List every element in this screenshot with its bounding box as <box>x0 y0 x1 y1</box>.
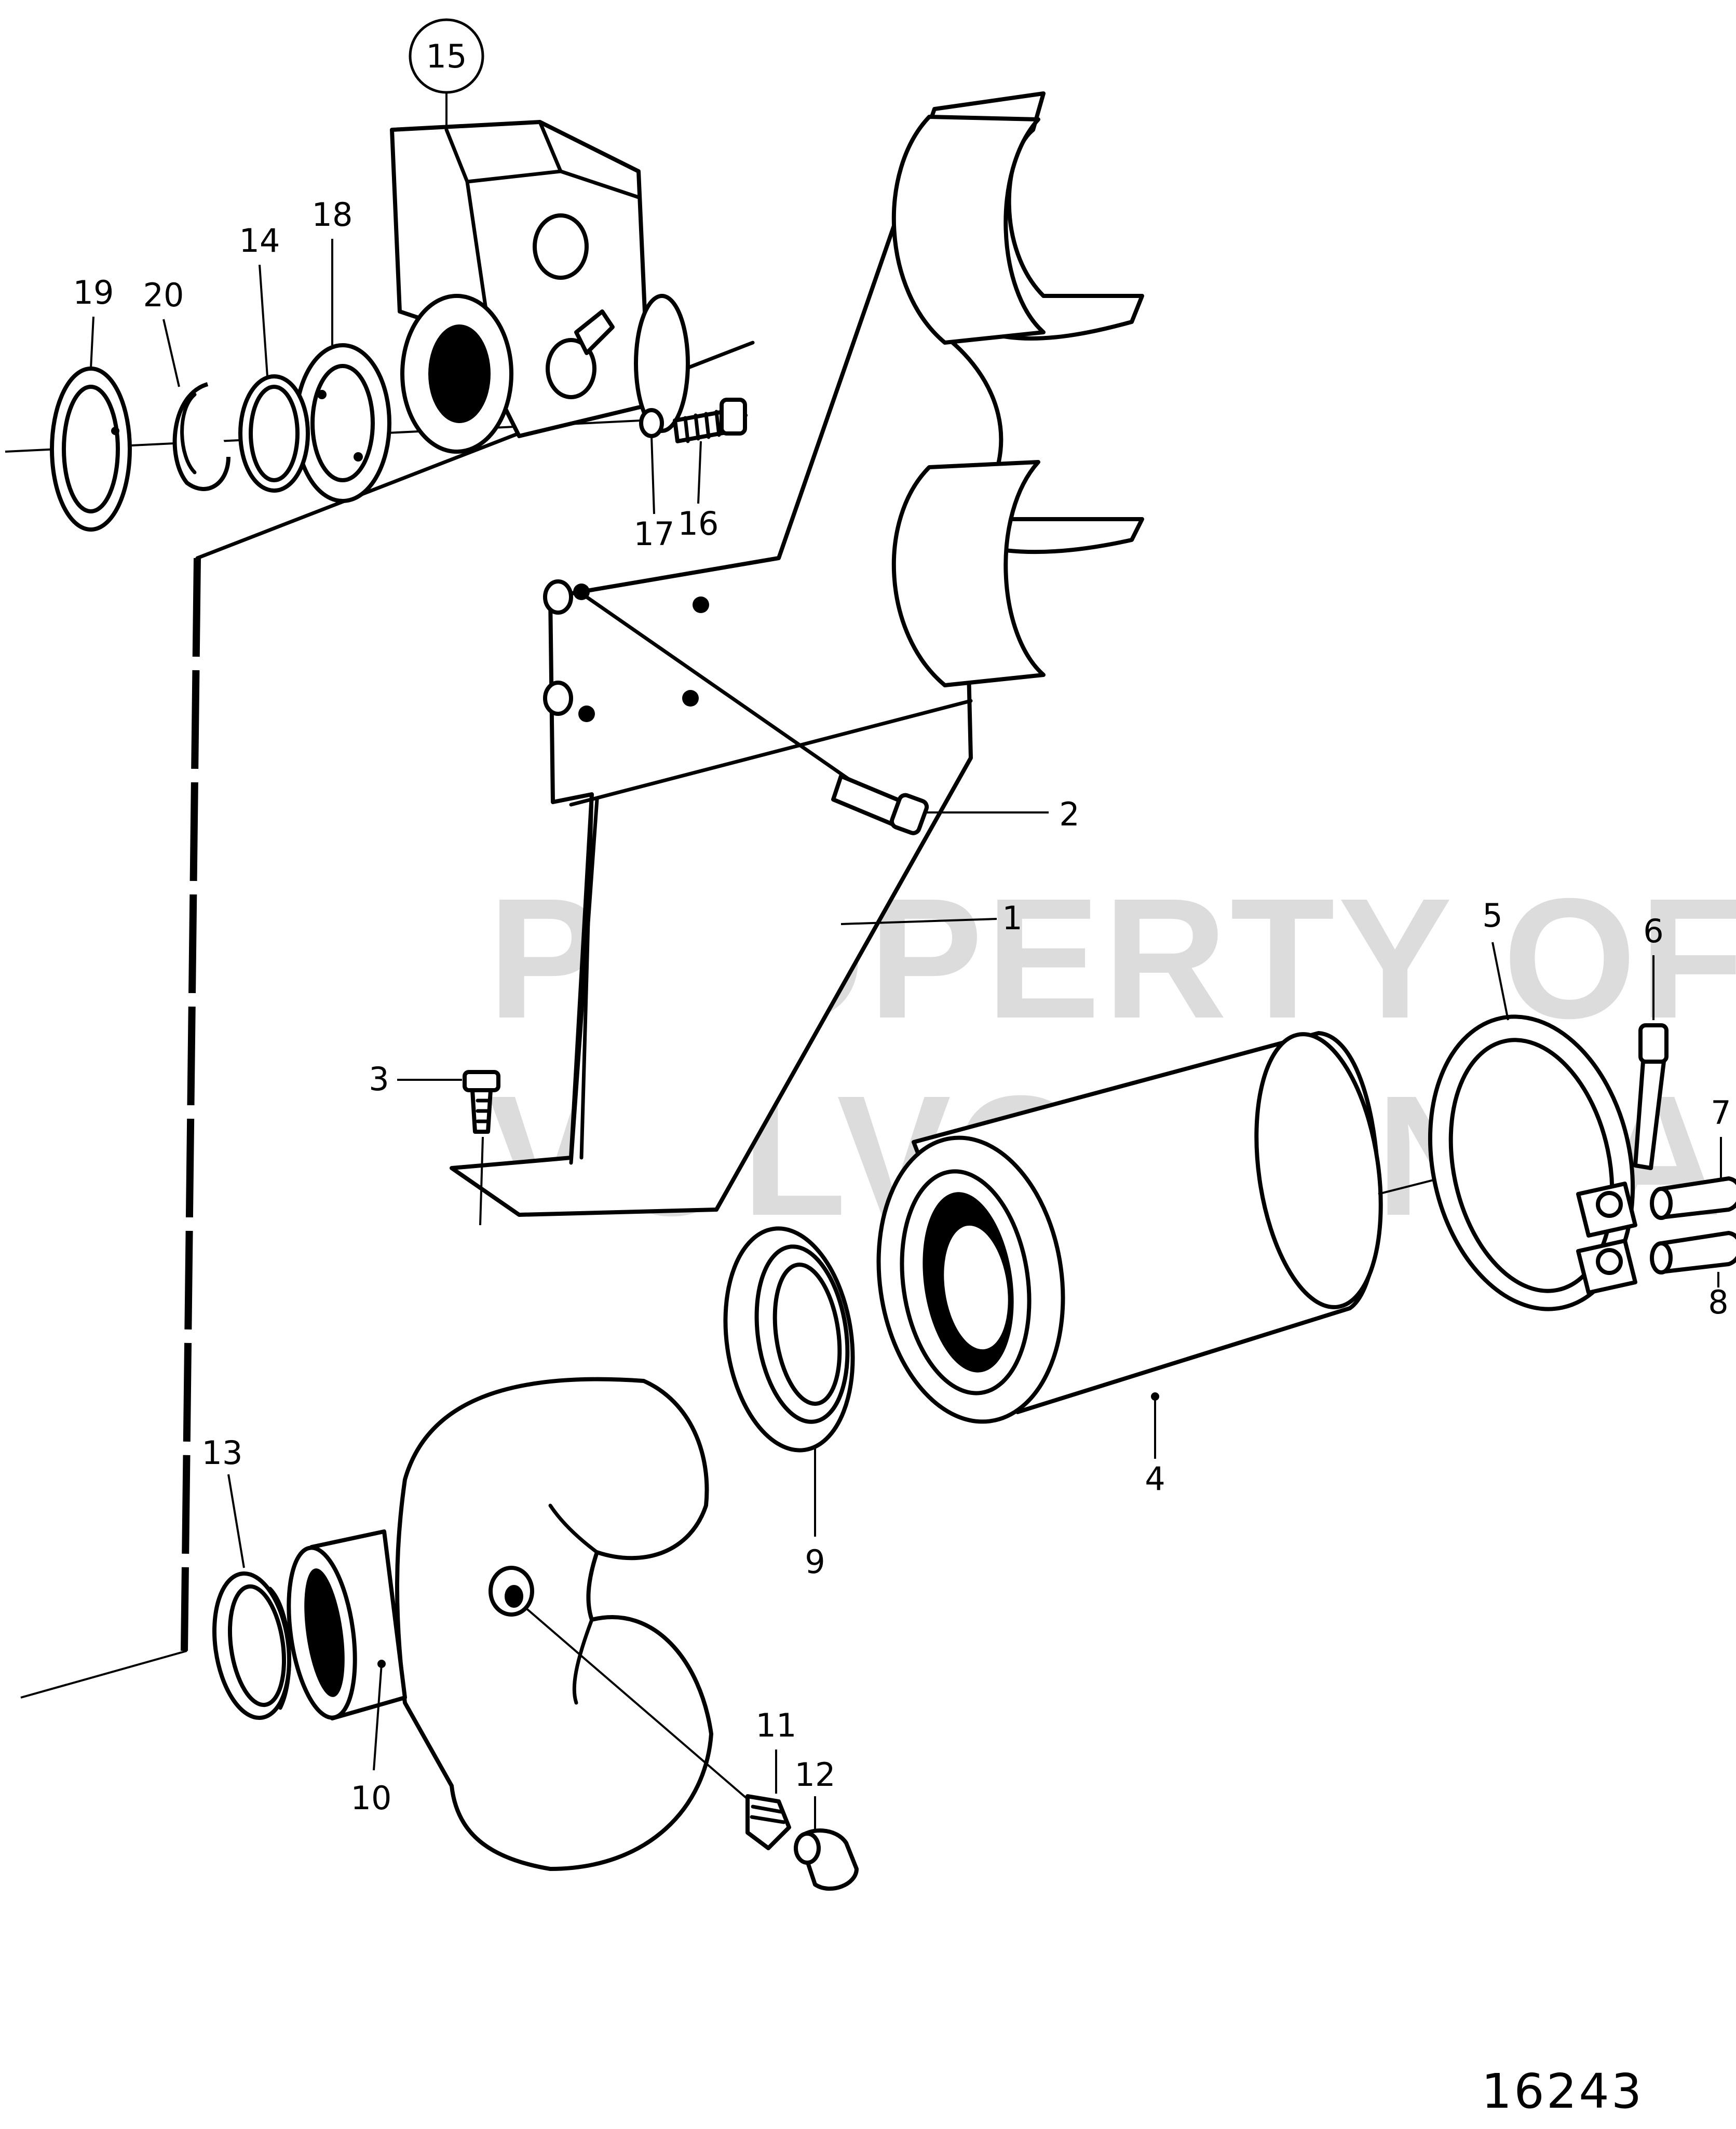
circlip-20 <box>172 382 230 491</box>
callout-19: 19 <box>73 274 114 311</box>
washer-19 <box>50 367 132 532</box>
ring-14 <box>238 374 310 493</box>
ring-13 <box>212 1571 292 1720</box>
callouts: 15 18 14 20 19 17 16 2 1 3 5 6 7 8 4 9 1… <box>73 18 1731 1830</box>
callout-2: 2 <box>1059 795 1079 833</box>
callout-4: 4 <box>1145 1460 1165 1498</box>
callout-14: 14 <box>239 222 280 260</box>
pin-7 <box>1650 1176 1736 1220</box>
callout-10: 10 <box>351 1779 392 1817</box>
callout-1: 1 <box>1002 899 1022 937</box>
callout-15: 15 <box>426 37 467 75</box>
filter-4 <box>876 1031 1553 1424</box>
callout-6: 6 <box>1643 912 1663 950</box>
callout-5: 5 <box>1482 897 1502 934</box>
callout-16: 16 <box>678 505 719 543</box>
ring-18 <box>294 343 391 503</box>
drawing-number: 16243 <box>1482 2064 1644 2119</box>
callout-11: 11 <box>756 1706 797 1744</box>
callout-9: 9 <box>805 1543 825 1581</box>
bolt-16-washer-17 <box>639 398 747 443</box>
callout-18: 18 <box>312 196 353 234</box>
cap-12 <box>794 1828 859 1891</box>
intake-elbow-10 <box>287 1377 769 1871</box>
callout-8: 8 <box>1708 1283 1728 1321</box>
callout-12: 12 <box>795 1756 836 1794</box>
callout-7: 7 <box>1711 1094 1731 1132</box>
callout-3: 3 <box>369 1060 389 1098</box>
seal-ring-9 <box>723 1226 855 1453</box>
bracket-1 <box>450 91 1144 1217</box>
nipple-11 <box>745 1794 791 1850</box>
housing-15 <box>390 120 690 454</box>
callout-17: 17 <box>634 515 675 553</box>
pin-8 <box>1650 1231 1736 1274</box>
bolt-3 <box>463 1070 500 1226</box>
callout-20: 20 <box>143 276 184 314</box>
bolt-6 <box>1633 1023 1669 1170</box>
clamp-5 <box>1428 1014 1637 1311</box>
bolt-2 <box>831 774 929 835</box>
callout-13: 13 <box>202 1434 243 1472</box>
